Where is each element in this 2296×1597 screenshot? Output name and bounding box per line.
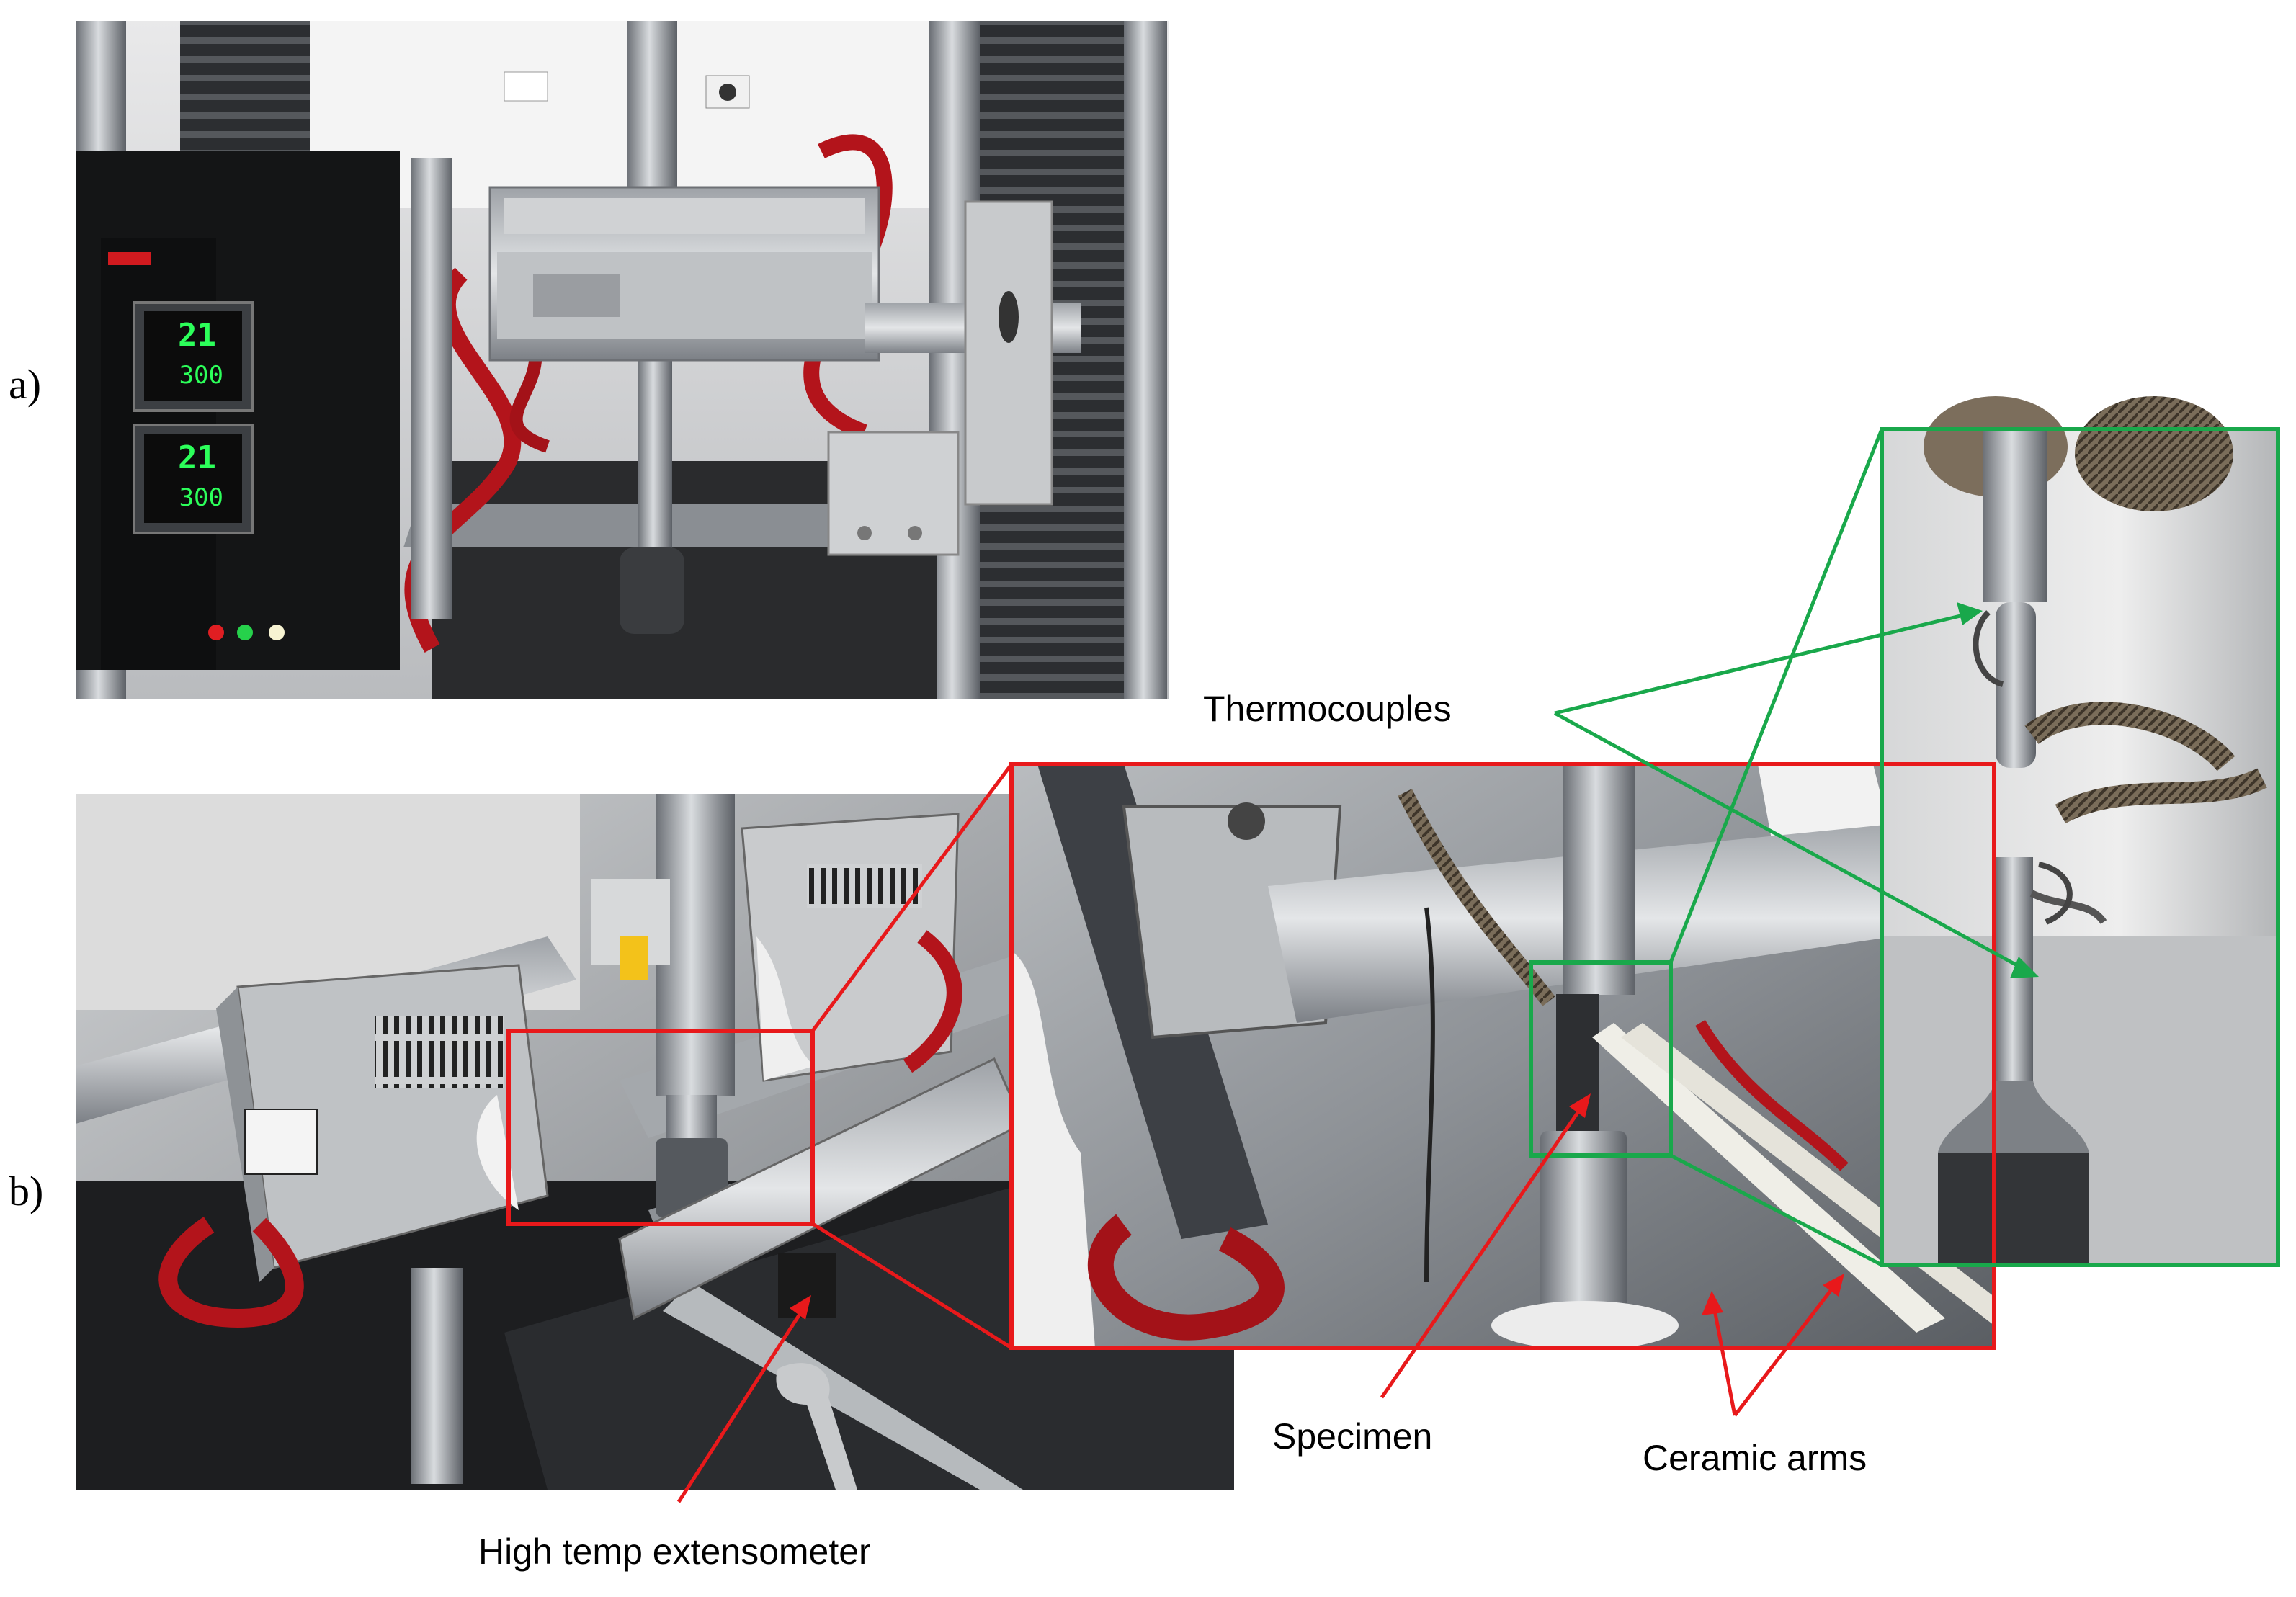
red-connector-bottom — [811, 1222, 1013, 1350]
ceramic-arm-arrowhead-left-icon — [1702, 1291, 1723, 1315]
specimen-label: Specimen — [1272, 1416, 1433, 1457]
indicator-white-icon — [269, 625, 285, 640]
controller-lower-sp: 300 — [179, 483, 223, 512]
panel-label-b: b) — [9, 1168, 44, 1214]
controller-upper-sp: 300 — [179, 361, 223, 390]
controller-lower-pv: 21 — [178, 439, 216, 476]
extensometer-arrowhead-icon — [790, 1295, 811, 1320]
extensometer-label: High temp extensometer — [478, 1531, 871, 1572]
photo-b-zoom-specimen-area — [1011, 764, 1994, 1350]
green-connector-bottom — [1669, 1153, 1883, 1267]
red-inset-frame-small — [506, 1029, 815, 1226]
green-closeup-frame — [1880, 427, 2280, 1267]
controller-upper-pv: 21 — [178, 317, 216, 354]
photo-a-test-rig: 21 300 21 300 — [76, 21, 1169, 699]
red-zoom-frame — [1009, 762, 1996, 1350]
specimen-arrowhead-icon — [1569, 1093, 1591, 1118]
red-connector-top — [810, 763, 1014, 1032]
thermocouples-label: Thermocouples — [1203, 689, 1452, 729]
thermocouple-arrowhead-upper-icon — [1957, 602, 1983, 625]
ceramic-arms-label: Ceramic arms — [1643, 1438, 1867, 1478]
indicator-red-icon — [208, 625, 224, 640]
green-inset-frame-small — [1529, 960, 1673, 1158]
photo-closeup-specimen — [1882, 396, 2278, 1265]
green-connector-top — [1669, 429, 1884, 963]
indicator-green-icon — [237, 625, 253, 640]
panel-label-a: a) — [9, 361, 42, 408]
thermocouple-arrowhead-lower-icon — [2010, 957, 2039, 978]
ceramic-arm-arrowhead-right-icon — [1823, 1274, 1844, 1297]
